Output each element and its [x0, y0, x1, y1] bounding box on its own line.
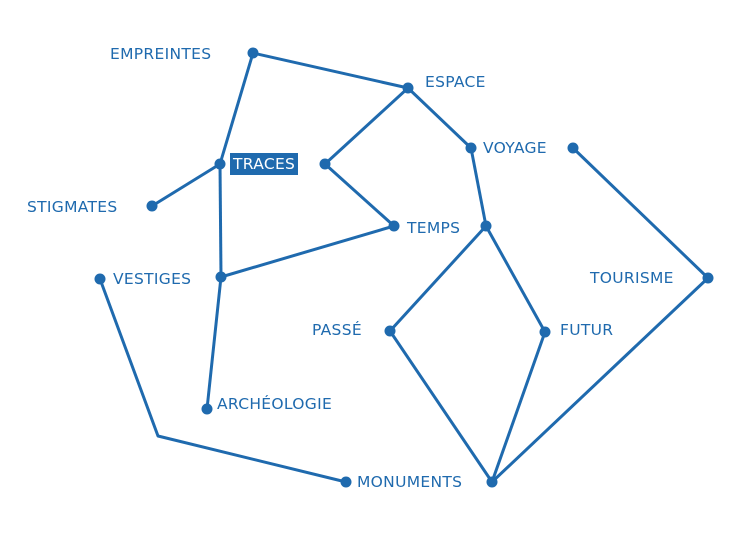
edge-traces-vestiges: [218, 163, 223, 278]
edge-espace-traces: [323, 86, 410, 166]
node-label-futur: FUTUR: [560, 321, 614, 339]
node-dot-monumentsL: [340, 476, 352, 488]
node-dot-passe: [384, 325, 396, 337]
edge-futur-monuments: [490, 331, 547, 483]
node-label-vestiges: VESTIGES: [113, 270, 192, 288]
node-dot-archeologie: [201, 403, 213, 415]
edge-empreintes-espace: [252, 51, 409, 90]
node-dot-tracesL: [214, 158, 226, 170]
node-dot-vestigesR: [215, 271, 227, 283]
node-dot-vestigesL: [94, 273, 106, 285]
node-dot-tempsR: [480, 220, 492, 232]
node-label-empreintes: EMPREINTES: [110, 45, 212, 63]
node-label-tourisme: TOURISME: [590, 269, 674, 287]
node-label-passe: PASSÉ: [312, 321, 362, 339]
node-dot-tempsL: [388, 220, 400, 232]
node-label-archeologie: ARCHÉOLOGIE: [217, 395, 333, 413]
node-dot-tracesR: [319, 158, 331, 170]
edge-traces-temps: [323, 162, 396, 228]
edge-espace-voyage: [406, 86, 473, 150]
edge-empreintes-traces: [218, 52, 255, 165]
node-dot-voyageL: [465, 142, 477, 154]
node-dot-espace: [402, 82, 414, 94]
node-label-espace: ESPACE: [425, 73, 486, 91]
edge-temps-futur: [484, 225, 547, 333]
node-dot-stigmates: [146, 200, 158, 212]
node-label-monuments: MONUMENTS: [357, 473, 463, 491]
node-dot-tourisme: [702, 272, 714, 284]
node-dot-empreintes: [247, 47, 259, 59]
edge-vestiges-temps: [220, 224, 395, 279]
node-label-temps: TEMPS: [407, 219, 461, 237]
node-label-traces: TRACES: [230, 153, 299, 175]
node-dot-voyageR: [567, 142, 579, 154]
edge-vestiges-monuments: [98, 278, 347, 484]
edge-voyage-tourisme: [571, 146, 710, 280]
node-label-voyage: VOYAGE: [483, 139, 547, 157]
edge-temps-passe: [388, 224, 488, 333]
edge-voyage-temps: [469, 147, 488, 227]
edge-vestiges-archeologie: [205, 276, 223, 410]
node-dot-monumentsR: [486, 476, 498, 488]
node-dot-futur: [539, 326, 551, 338]
edge-tourisme-monuments: [490, 276, 710, 484]
edge-traces-stigmates: [151, 162, 221, 208]
edge-passe-monuments: [388, 330, 494, 483]
node-label-stigmates: STIGMATES: [27, 198, 118, 216]
